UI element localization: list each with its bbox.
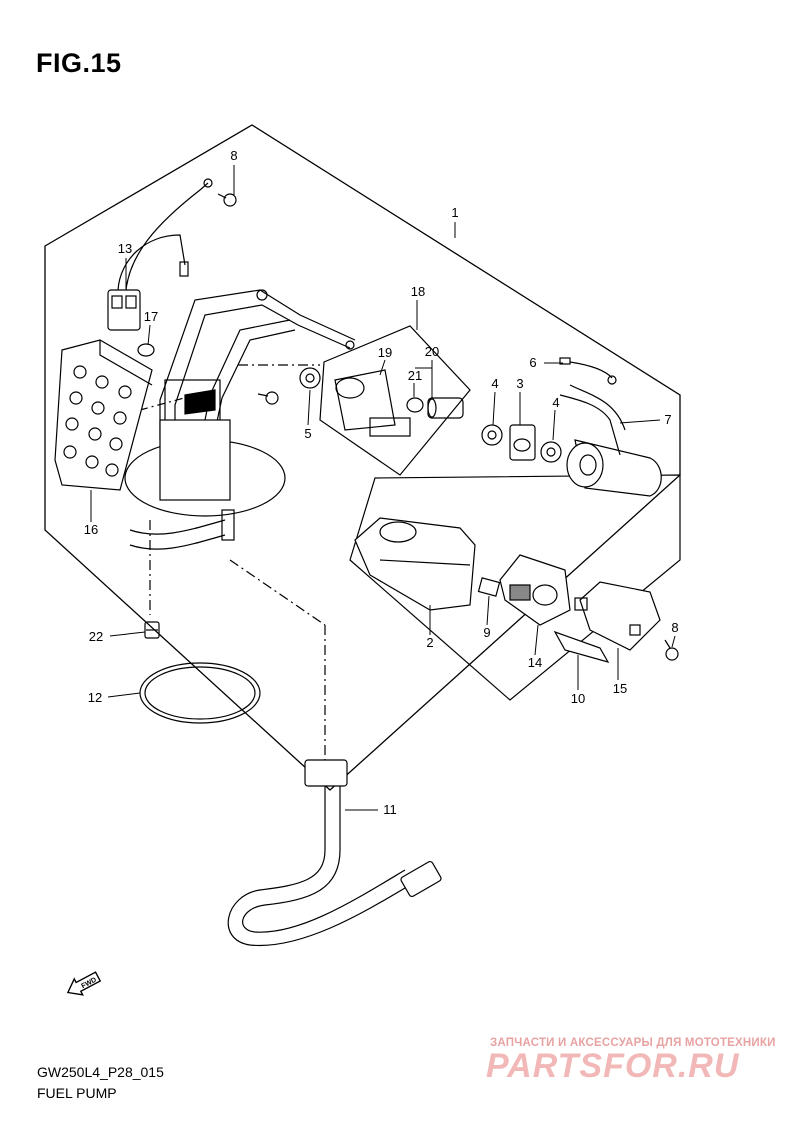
callout-8-top: 8 <box>230 148 237 163</box>
callout-20: 12 <box>88 690 102 705</box>
callout-4-a: 4 <box>491 376 498 391</box>
callout-3: 3 <box>516 376 523 391</box>
part-6-wire <box>559 357 617 385</box>
callout-13: 15 <box>613 681 627 696</box>
callout-10: 10 <box>571 691 585 706</box>
part-13-cover <box>574 581 661 651</box>
watermark-tagline: ЗАПЧАСТИ И АКСЕССУАРЫ ДЛЯ МОТОТЕХНИКИ <box>490 1037 776 1049</box>
part-21-hose <box>227 759 442 947</box>
diagram-name: FUEL PUMP <box>37 1085 117 1101</box>
bracket-screw <box>257 391 279 405</box>
part-12-plate <box>499 554 571 626</box>
part-2-housing <box>354 517 476 611</box>
part-9-clip <box>477 577 501 597</box>
callout-8-right: 8 <box>671 620 678 635</box>
part-19-oring <box>406 397 424 413</box>
part-3-filter <box>509 424 536 461</box>
part-22-bolt <box>144 621 160 639</box>
part-10-strap <box>553 630 610 663</box>
part-14-perforated-cover <box>54 339 153 491</box>
callout-18: 20 <box>425 344 439 359</box>
callout-9: 9 <box>483 625 490 640</box>
part-17-regulator <box>334 369 411 437</box>
watermark-logo: PARTSFOR.RU <box>486 1047 740 1085</box>
leader-lines <box>90 165 676 811</box>
part-15-clip <box>137 343 155 357</box>
centerline-2 <box>229 559 326 626</box>
callout-2: 2 <box>426 635 433 650</box>
part-18-fitting <box>427 397 464 419</box>
part-5-washer <box>299 367 321 389</box>
part-8-screw-right <box>664 639 679 661</box>
callout-7: 7 <box>664 412 671 427</box>
figure-title: FIG.15 <box>36 48 122 78</box>
callout-12: 14 <box>528 655 542 670</box>
diagram-code: GW250L4_P28_015 <box>37 1064 164 1080</box>
fwd-arrow-icon: FWD <box>66 971 102 996</box>
callout-17: 19 <box>378 345 392 360</box>
part-4-washer-b <box>540 441 562 463</box>
callout-16: 18 <box>411 284 425 299</box>
callout-19: 21 <box>408 368 422 383</box>
callout-5: 5 <box>304 426 311 441</box>
callout-22: 22 <box>89 629 103 644</box>
part-8-screw-top <box>217 193 237 207</box>
callout-21: 11 <box>383 802 397 817</box>
subassembly-outline <box>319 325 471 476</box>
part-4-washer-a <box>481 424 503 446</box>
part-11-connector <box>107 178 213 331</box>
callout-15: 17 <box>144 309 158 324</box>
callout-14: 16 <box>84 522 98 537</box>
part-7-pump <box>559 384 662 497</box>
callout-11: 13 <box>118 241 132 256</box>
callout-4-b: 4 <box>552 395 559 410</box>
callout-1: 1 <box>451 205 458 220</box>
flange-plate <box>124 419 286 550</box>
callout-6: 6 <box>529 355 536 370</box>
